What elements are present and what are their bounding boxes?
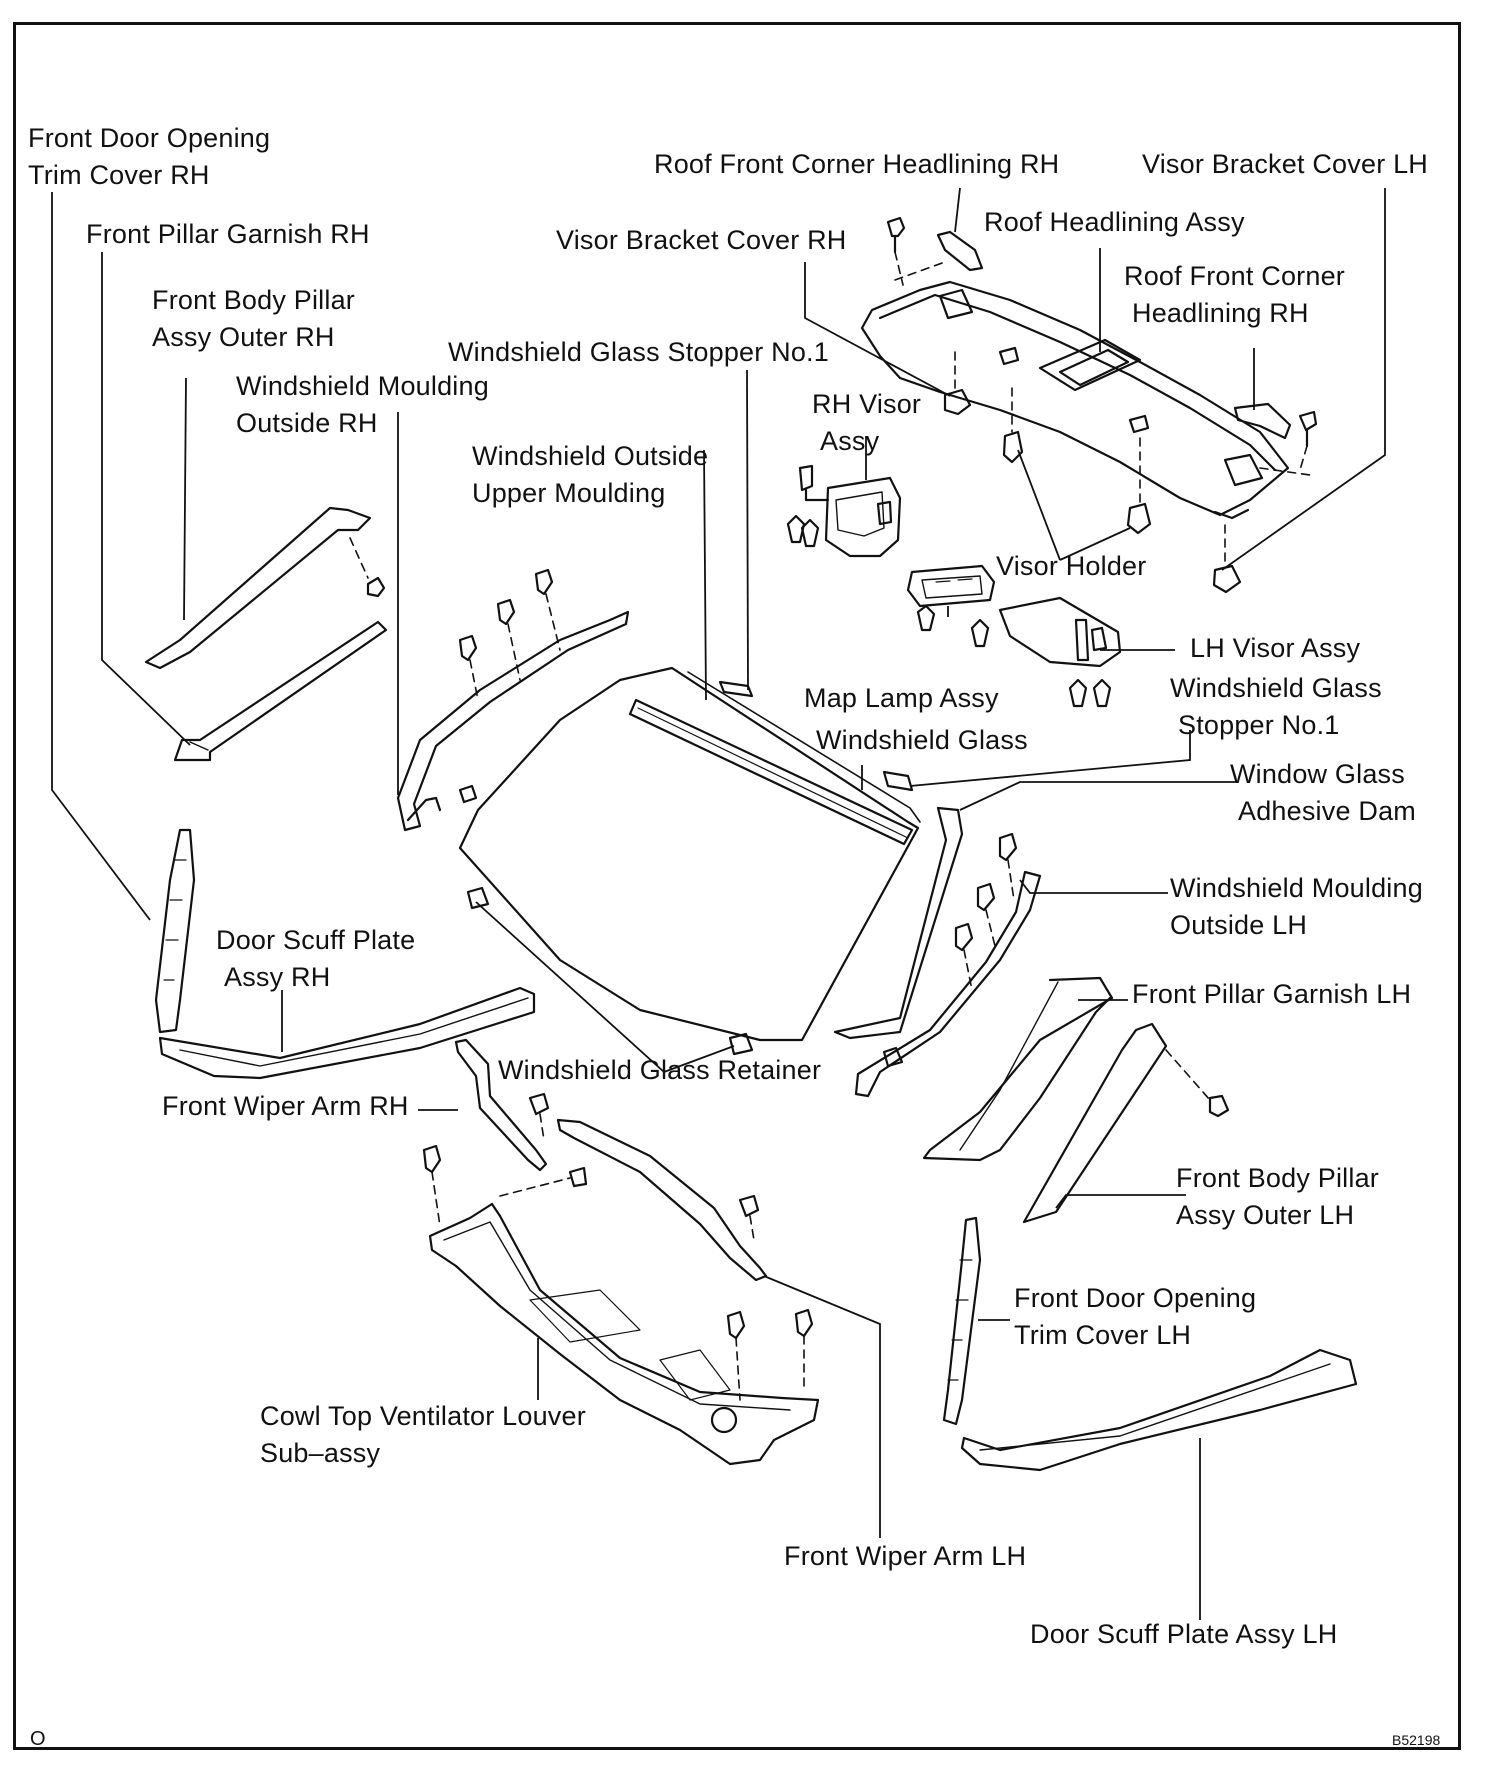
label-lh-visor-assy: LH Visor Assy — [1190, 633, 1361, 663]
label-front-wiper-arm-rh: Front Wiper Arm RH — [162, 1091, 409, 1121]
front-body-pillar-rh-part — [144, 506, 372, 670]
roof-corner-rh-right-part — [1233, 402, 1292, 440]
visor-bracket-cover-rh-part — [943, 388, 972, 416]
corner-mark: O — [30, 1728, 46, 1750]
windshield-upper-moulding-part — [628, 698, 914, 846]
roof-corner-rh-top-part — [936, 230, 984, 272]
label-door-scuff-plate-lh: Door Scuff Plate Assy LH — [1030, 1619, 1338, 1649]
door-opening-trim-rh-part — [154, 828, 196, 1034]
lh-visor-part — [998, 596, 1122, 668]
label-front-pillar-garnish-rh: Front Pillar Garnish RH — [86, 219, 370, 249]
windshield-moulding-lh-part — [854, 870, 1042, 1098]
label-visor-bracket-cover-rh: Visor Bracket Cover RH — [556, 225, 847, 255]
rh-visor-part — [824, 476, 902, 558]
windshield-glass-part — [458, 666, 920, 1042]
glass-stopper-1-part — [718, 680, 754, 698]
door-scuff-plate-rh-part — [158, 986, 536, 1080]
leader-lines — [51, 187, 1386, 1620]
glass-retainer-2-part — [728, 1032, 754, 1056]
visor-bracket-cover-lh-part — [1212, 564, 1242, 594]
label-windshield-glass-retainer: Windshield Glass Retainer — [498, 1055, 822, 1085]
windshield-moulding-rh-part — [396, 610, 630, 832]
label-front-pillar-garnish-lh: Front Pillar Garnish LH — [1132, 979, 1412, 1009]
label-windshield-glass-stopper-top: Windshield Glass Stopper No.1 — [448, 337, 829, 367]
front-pillar-garnish-rh-part — [173, 620, 388, 762]
adhesive-dam-part — [833, 806, 964, 1040]
front-wiper-arm-rh-part — [454, 1038, 548, 1172]
label-roof-headlining-assy: Roof Headlining Assy — [984, 207, 1245, 237]
diagram-frame — [13, 22, 1461, 1750]
label-visor-holder: Visor Holder — [996, 551, 1147, 581]
door-opening-trim-lh-part — [942, 1216, 982, 1426]
roof-headlining-part — [860, 280, 1290, 520]
label-roof-front-corner-headlining-rh-top: Roof Front Corner Headlining RH — [654, 149, 1060, 179]
label-windshield-glass: Windshield Glass — [816, 725, 1028, 755]
label-front-wiper-arm-lh: Front Wiper Arm LH — [784, 1541, 1027, 1571]
visor-holder-2 — [1126, 502, 1152, 535]
visor-holder-1 — [1002, 430, 1024, 464]
map-lamp-part — [906, 564, 996, 608]
front-wiper-arm-lh-part — [556, 1118, 768, 1282]
glass-retainer-1-part — [466, 886, 490, 910]
front-pillar-garnish-lh-part — [922, 976, 1114, 1162]
door-scuff-plate-lh-part — [960, 1348, 1358, 1472]
label-map-lamp-assy: Map Lamp Assy — [804, 683, 999, 713]
glass-stopper-2-part — [882, 770, 914, 792]
figure-code: B52198 — [1392, 1732, 1441, 1748]
label-visor-bracket-cover-lh: Visor Bracket Cover LH — [1142, 149, 1429, 179]
front-body-pillar-lh-part — [1022, 1022, 1168, 1224]
cowl-top-louver-part — [428, 1202, 820, 1466]
